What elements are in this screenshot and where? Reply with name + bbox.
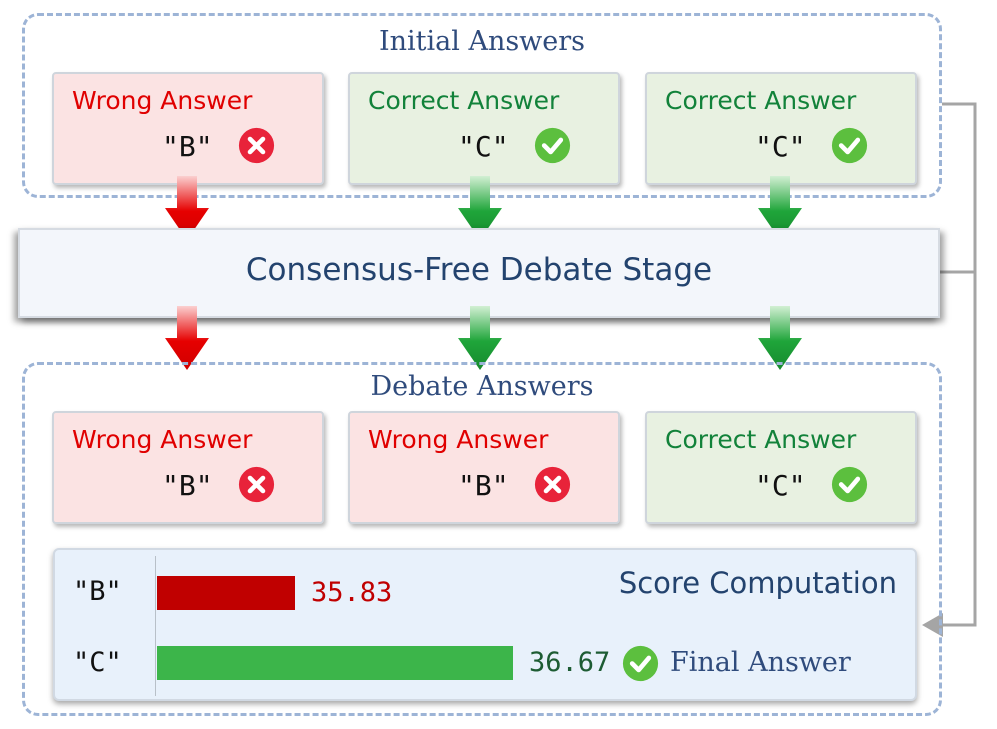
initial-answer-card-1: Wrong Answer "B" xyxy=(52,72,324,185)
debate-answers-region: Debate Answers xyxy=(22,362,942,716)
answer-status-label: Correct Answer xyxy=(665,425,857,454)
red-down-arrow-icon xyxy=(165,176,209,240)
initial-answer-card-2: Correct Answer "C" xyxy=(348,72,620,185)
final-answer-label: Final Answer xyxy=(670,647,851,678)
x-circle-icon xyxy=(238,466,275,503)
debate-answer-card-2: Wrong Answer "B" xyxy=(348,411,620,524)
initial-answers-title: Initial Answers xyxy=(378,26,586,57)
score-label-b: "B" xyxy=(73,576,122,607)
score-computation-title: Score Computation xyxy=(618,566,897,600)
check-circle-icon xyxy=(831,466,868,503)
debate-stage-title: Consensus-Free Debate Stage xyxy=(245,252,713,288)
red-down-arrow-icon xyxy=(165,306,209,370)
initial-answers-region: Initial Answers xyxy=(22,13,942,198)
green-down-arrow-icon xyxy=(758,306,802,370)
green-down-arrow-icon xyxy=(458,306,502,370)
score-bar-b xyxy=(157,576,295,610)
score-computation-panel: Score Computation "B" "C" 35.83 36.67 Fi… xyxy=(53,548,917,701)
answer-value: "B" xyxy=(162,130,213,163)
answer-value: "C" xyxy=(755,130,806,163)
green-down-arrow-icon xyxy=(458,176,502,240)
debate-stage-box: Consensus-Free Debate Stage xyxy=(18,228,940,318)
green-down-arrow-icon xyxy=(758,176,802,240)
answer-value: "B" xyxy=(162,469,213,502)
initial-answer-card-3: Correct Answer "C" xyxy=(645,72,917,185)
debate-answer-card-3: Correct Answer "C" xyxy=(645,411,917,524)
score-axis-line xyxy=(155,556,156,696)
x-circle-icon xyxy=(534,466,571,503)
check-circle-icon xyxy=(534,127,571,164)
score-value-c: 36.67 xyxy=(529,647,611,678)
score-label-c: "C" xyxy=(73,647,122,678)
answer-status-label: Wrong Answer xyxy=(72,425,253,454)
score-value-b: 35.83 xyxy=(311,577,393,608)
score-bar-c xyxy=(157,646,513,680)
answer-value: "C" xyxy=(755,469,806,502)
answer-status-label: Correct Answer xyxy=(368,86,560,115)
check-circle-icon xyxy=(622,645,659,682)
answer-status-label: Wrong Answer xyxy=(368,425,549,454)
x-circle-icon xyxy=(238,127,275,164)
answer-value: "C" xyxy=(458,130,509,163)
answer-status-label: Wrong Answer xyxy=(72,86,253,115)
answer-status-label: Correct Answer xyxy=(665,86,857,115)
answer-value: "B" xyxy=(458,469,509,502)
debate-answer-card-1: Wrong Answer "B" xyxy=(52,411,324,524)
check-circle-icon xyxy=(831,127,868,164)
debate-answers-title: Debate Answers xyxy=(370,371,594,402)
